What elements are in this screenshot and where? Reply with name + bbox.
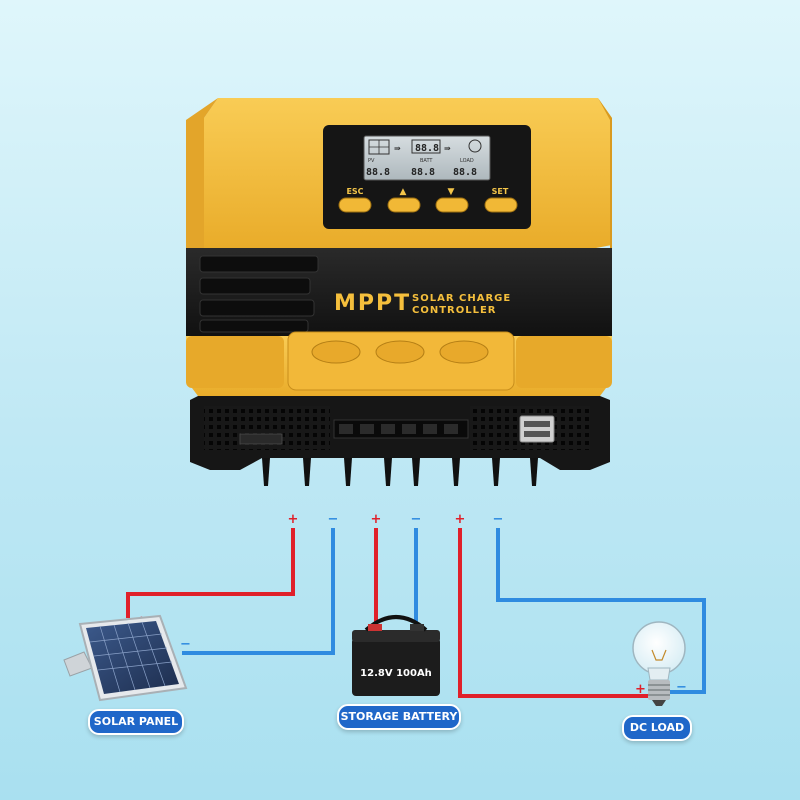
brand-mppt: MPPT	[334, 291, 411, 316]
battery-positive-terminal	[368, 624, 382, 631]
battery-negative-terminal	[410, 624, 424, 631]
wire-load-positive	[458, 528, 650, 698]
minus-mark-1: −	[328, 512, 339, 527]
lcd-load-value: 88.8	[453, 167, 477, 178]
bulb-glass	[632, 621, 686, 675]
bulb-base	[648, 680, 670, 706]
brand-line-1: SOLAR CHARGE	[412, 293, 511, 304]
plus-mark-3: +	[455, 512, 466, 527]
down-arrow-icon: ▼	[448, 187, 455, 197]
plus-mark-load: +	[635, 682, 646, 697]
heatsink-fins-left	[199, 255, 319, 333]
dc-load-bulb	[632, 621, 686, 706]
terminal-block	[333, 419, 469, 439]
cable-gland-3	[439, 340, 489, 364]
minus-mark-solar: −	[180, 637, 191, 652]
lcd-arrow-1: ⇛	[394, 144, 401, 153]
dc-load-label: DC LOAD	[622, 715, 692, 741]
cable-gland-1	[311, 340, 361, 364]
solar-panel-grid	[89, 621, 173, 693]
housing-left-edge	[186, 98, 218, 252]
wire-load-negative	[496, 528, 706, 694]
wire-solar-positive	[126, 528, 295, 618]
solar-panel	[63, 614, 188, 702]
down-button[interactable]: ▼	[435, 187, 469, 213]
storage-battery: 12.8V 100Ah	[352, 615, 440, 696]
polarity-marks: + − + − + − + − + −	[136, 512, 687, 697]
lcd-pv-label: PV	[368, 158, 375, 164]
bumper-right-block	[516, 336, 612, 388]
lcd-screen	[363, 135, 491, 181]
minus-mark-3: −	[493, 512, 504, 527]
bulb-filament	[651, 649, 667, 661]
battery-top	[352, 630, 440, 642]
rs485-port	[239, 433, 283, 445]
up-button[interactable]: ▲	[387, 187, 421, 213]
housing-right-edge	[598, 98, 612, 252]
lcd-pv-value: 88.8	[366, 167, 390, 178]
solar-panel-label: SOLAR PANEL	[88, 709, 184, 735]
storage-battery-label: STORAGE BATTERY	[337, 704, 461, 730]
plus-mark-1: +	[288, 512, 299, 527]
lcd-contents: ⇛ 88.8 ⇛ PV BATT LOAD 88.8 88.8 88.8	[366, 139, 482, 178]
usb-ports	[519, 415, 555, 443]
bottom-fins	[262, 458, 538, 486]
brand-line-2: CONTROLLER	[412, 305, 497, 316]
cable-gland-2	[375, 340, 425, 364]
esc-button-label: ESC	[346, 187, 363, 196]
wires	[126, 528, 706, 698]
set-button[interactable]: SET	[484, 187, 518, 213]
wire-solar-negative	[182, 528, 335, 655]
battery-rating: 12.8V 100Ah	[360, 668, 432, 679]
lcd-arrow-2: ⇛	[444, 144, 451, 153]
lcd-load-label: LOAD	[460, 158, 474, 164]
esc-button[interactable]: ESC	[338, 187, 372, 213]
minus-mark-load: −	[676, 680, 687, 695]
up-arrow-icon: ▲	[400, 187, 407, 197]
lcd-bulb-icon	[468, 139, 482, 153]
lcd-top-value: 88.8	[415, 143, 439, 154]
bumper-left-block	[186, 336, 284, 388]
lcd-batt-value: 88.8	[411, 167, 435, 178]
mppt-controller: ⇛ 88.8 ⇛ PV BATT LOAD 88.8 88.8 88.8 ESC…	[186, 98, 612, 486]
plus-mark-2: +	[371, 512, 382, 527]
solar-panel-cells	[86, 621, 179, 694]
lcd-batt-label: BATT	[420, 158, 433, 164]
set-button-label: SET	[492, 187, 509, 196]
battery-body	[352, 638, 440, 696]
minus-mark-2: −	[411, 512, 422, 527]
